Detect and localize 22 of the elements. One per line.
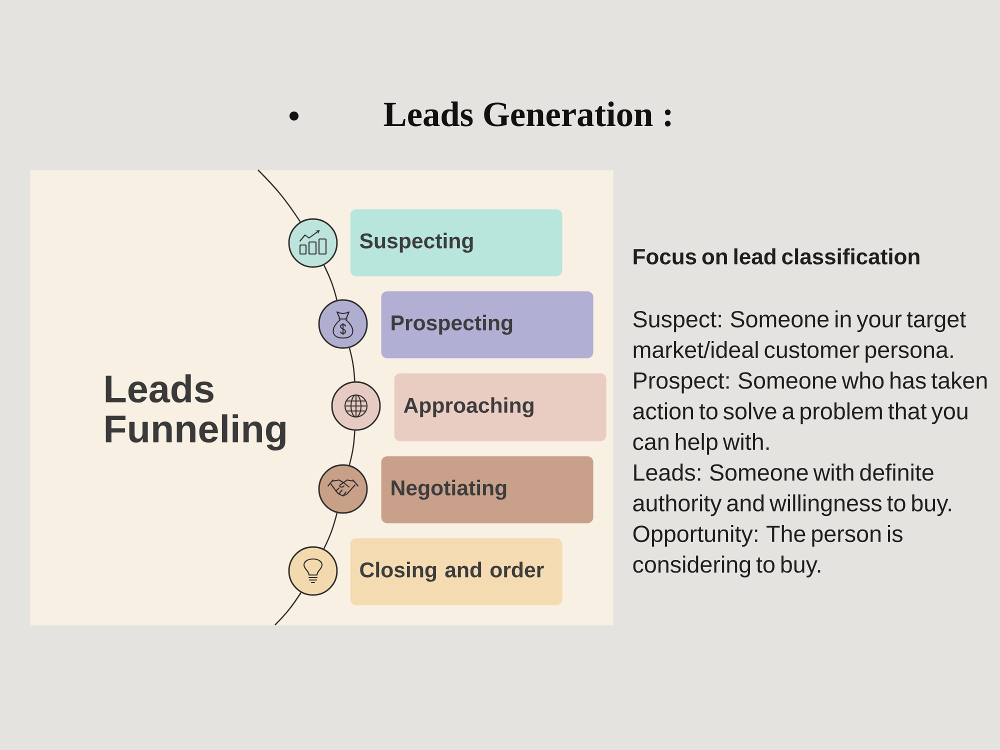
connector-line — [258, 170, 301, 222]
connector-line — [348, 430, 356, 466]
connector-line — [323, 264, 338, 300]
globe-icon — [331, 381, 381, 431]
connector-line — [348, 348, 356, 382]
handshake-icon — [318, 464, 368, 514]
stage-box: Closing and order — [350, 538, 562, 606]
definition-text: Prospect: Someone who has taken action to solve a problem that you can help with. — [633, 372, 987, 455]
stage-box: Prospecting — [381, 291, 594, 358]
connector-line — [323, 512, 338, 550]
definition-text: Leads: Someone with definite authority and willingness to buy. — [633, 464, 951, 516]
chart-icon — [288, 218, 338, 268]
definition-text: Suspect: Someone in your target market/ideal customer persona. — [633, 310, 966, 363]
connector-line — [274, 592, 302, 626]
stage-box: Approaching — [394, 373, 606, 442]
lightbulb-icon — [288, 546, 338, 596]
stage-box: Negotiating — [381, 456, 594, 524]
title: Leads Generation : — [384, 101, 671, 126]
definition-text: Opportunity: The person is considering to buy. — [633, 524, 902, 578]
heading: Focus on lead classification — [634, 248, 920, 264]
money-bag-icon — [318, 299, 368, 349]
stage-box: Suspecting — [350, 209, 562, 276]
